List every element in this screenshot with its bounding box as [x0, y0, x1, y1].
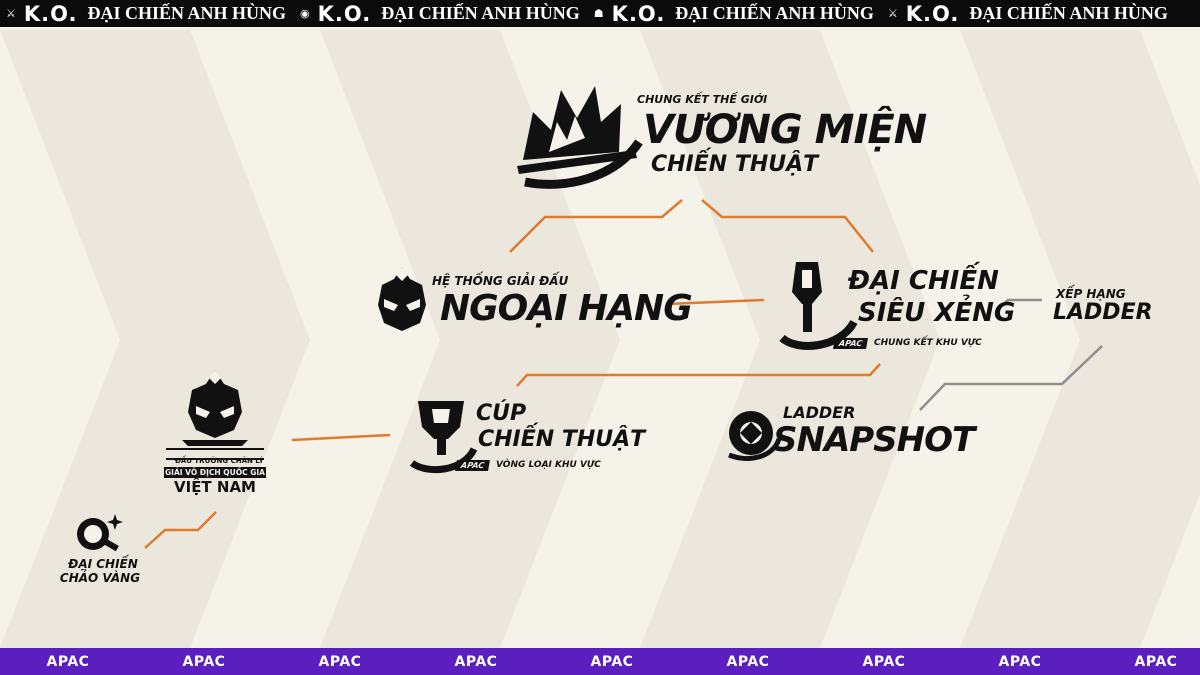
banner-segment: ⚔ K.O. ĐẠI CHIẾN ANH HÙNG	[0, 2, 294, 26]
apac-label: APAC	[726, 653, 770, 670]
skull-icon: ☗	[593, 7, 604, 20]
apac-label: APAC	[998, 653, 1042, 670]
vuong-mien-title: VƯƠNG MIỆN	[643, 107, 927, 153]
top-banner: ⚔ K.O. ĐẠI CHIẾN ANH HÙNG ◉ K.O. ĐẠI CHI…	[0, 0, 1200, 27]
viet-nam-line2: GIẢI VÔ ĐỊCH QUỐC GIA	[164, 467, 266, 478]
connector-vuong-mien-right	[701, 199, 874, 253]
bottom-banner: APAC APAC APAC APAC APAC APAC APAC APAC …	[0, 648, 1200, 675]
connector-sieu-xeng-ladder	[999, 298, 1042, 308]
logo-xep-hang: XẾP HẠNG LADDER	[1048, 286, 1153, 330]
chao-vang-line1: ĐẠI CHIẾN	[68, 557, 138, 571]
sieu-xeng-line1: ĐẠI CHIẾN	[848, 266, 999, 296]
chao-vang-line2: CHẢO VÀNG	[59, 571, 141, 585]
banner-title: ĐẠI CHIẾN ANH HÙNG	[381, 3, 580, 23]
xep-hang-line1: XẾP HẠNG	[1056, 287, 1126, 301]
vuong-mien-kicker: CHUNG KẾT THẾ GIỚI	[637, 93, 768, 106]
ngoai-hang-kicker: HỆ THỐNG GIẢI ĐẤU	[432, 274, 569, 288]
viet-nam-line3: VIỆT NAM	[174, 478, 256, 496]
logo-sieu-xeng: ĐẠI CHIẾN SIÊU XẺNG APAC CHUNG KẾT KHU V…	[778, 256, 1015, 354]
connector-vuong-mien-left	[509, 199, 683, 253]
logo-viet-nam: ĐẤU TRƯỜNG CHÂN LÝ GIẢI VÔ ĐỊCH QUỐC GIA…	[160, 368, 270, 498]
logo-snapshot: LADDER SNAPSHOT	[725, 403, 975, 465]
swords-icon: ⚔	[887, 7, 898, 20]
apac-label: APAC	[862, 653, 906, 670]
masked-hero-icon	[378, 267, 426, 331]
banner-segment: ⚔ K.O. ĐẠI CHIẾN ANH HÙNG	[882, 2, 1176, 26]
masked-hero-icon	[182, 370, 248, 446]
connector-viet-nam-cup	[291, 433, 391, 442]
swords-icon: ⚔	[6, 7, 16, 20]
banner-title: ĐẠI CHIẾN ANH HÙNG	[675, 3, 874, 23]
banner-ko: K.O.	[905, 1, 960, 26]
connector-snapshot-ladder	[919, 345, 1103, 411]
crown-icon	[517, 86, 643, 189]
banner-segment: ◉ K.O. ĐẠI CHIẾN ANH HÙNG	[294, 2, 588, 26]
apac-label: APAC	[182, 653, 226, 670]
apac-label: APAC	[46, 653, 90, 670]
apac-label: APAC	[1134, 653, 1178, 670]
sieu-xeng-tag: CHUNG KẾT KHU VỰC	[874, 338, 982, 348]
apac-label: APAC	[454, 653, 498, 670]
logo-chao-vang: ĐẠI CHIẾN CHẢO VÀNG	[55, 512, 145, 592]
trophy-icon	[409, 401, 478, 474]
connector-chao-vang-viet-nam	[144, 511, 217, 549]
cup-badge: APAC	[455, 460, 491, 471]
eye-icon: ◉	[300, 7, 310, 20]
banner-ko: K.O.	[317, 1, 372, 26]
shovel-icon	[779, 262, 858, 350]
banner-title: ĐẠI CHIẾN ANH HÙNG	[87, 3, 287, 23]
apac-label: APAC	[318, 653, 362, 670]
viet-nam-stripes	[166, 448, 264, 460]
ngoai-hang-title: NGOẠI HẠNG	[440, 288, 693, 329]
logo-cup: CÚP CHIẾN THUẬT APAC VÒNG LOẠI KHU VỰC	[408, 397, 645, 477]
snapshot-line1: LADDER	[783, 403, 856, 422]
cup-line1: CÚP	[476, 401, 527, 426]
logo-ngoai-hang: HỆ THỐNG GIẢI ĐẤU NGOẠI HẠNG	[370, 265, 693, 345]
connector-cup-sieu-xeng	[516, 363, 881, 387]
camera-aperture-icon	[728, 411, 781, 461]
sieu-xeng-line2: SIÊU XẺNG	[858, 298, 1016, 328]
viet-nam-line1: ĐẤU TRƯỜNG CHÂN LÝ	[175, 457, 264, 465]
cup-line2: CHIẾN THUẬT	[478, 427, 646, 452]
apac-label: APAC	[590, 653, 634, 670]
logo-vuong-mien: CHUNG KẾT THẾ GIỚI VƯƠNG MIỆN CHIẾN THUẬ…	[515, 80, 927, 195]
golden-pan-icon	[77, 514, 123, 552]
snapshot-line2: SNAPSHOT	[773, 420, 975, 460]
banner-title: ĐẠI CHIẾN ANH HÙNG	[969, 3, 1168, 23]
banner-ko: K.O.	[23, 1, 78, 26]
banner-ko: K.O.	[611, 1, 666, 26]
banner-segment: ☗ K.O. ĐẠI CHIẾN ANH HÙNG	[588, 2, 882, 26]
xep-hang-line2: LADDER	[1053, 300, 1153, 325]
cup-tag: VÒNG LOẠI KHU VỰC	[496, 460, 601, 470]
sieu-xeng-badge: APAC	[833, 338, 869, 349]
connector-ngoai-hang-sieu-xeng	[666, 298, 765, 306]
vuong-mien-subtitle: CHIẾN THUẬT	[651, 152, 819, 177]
